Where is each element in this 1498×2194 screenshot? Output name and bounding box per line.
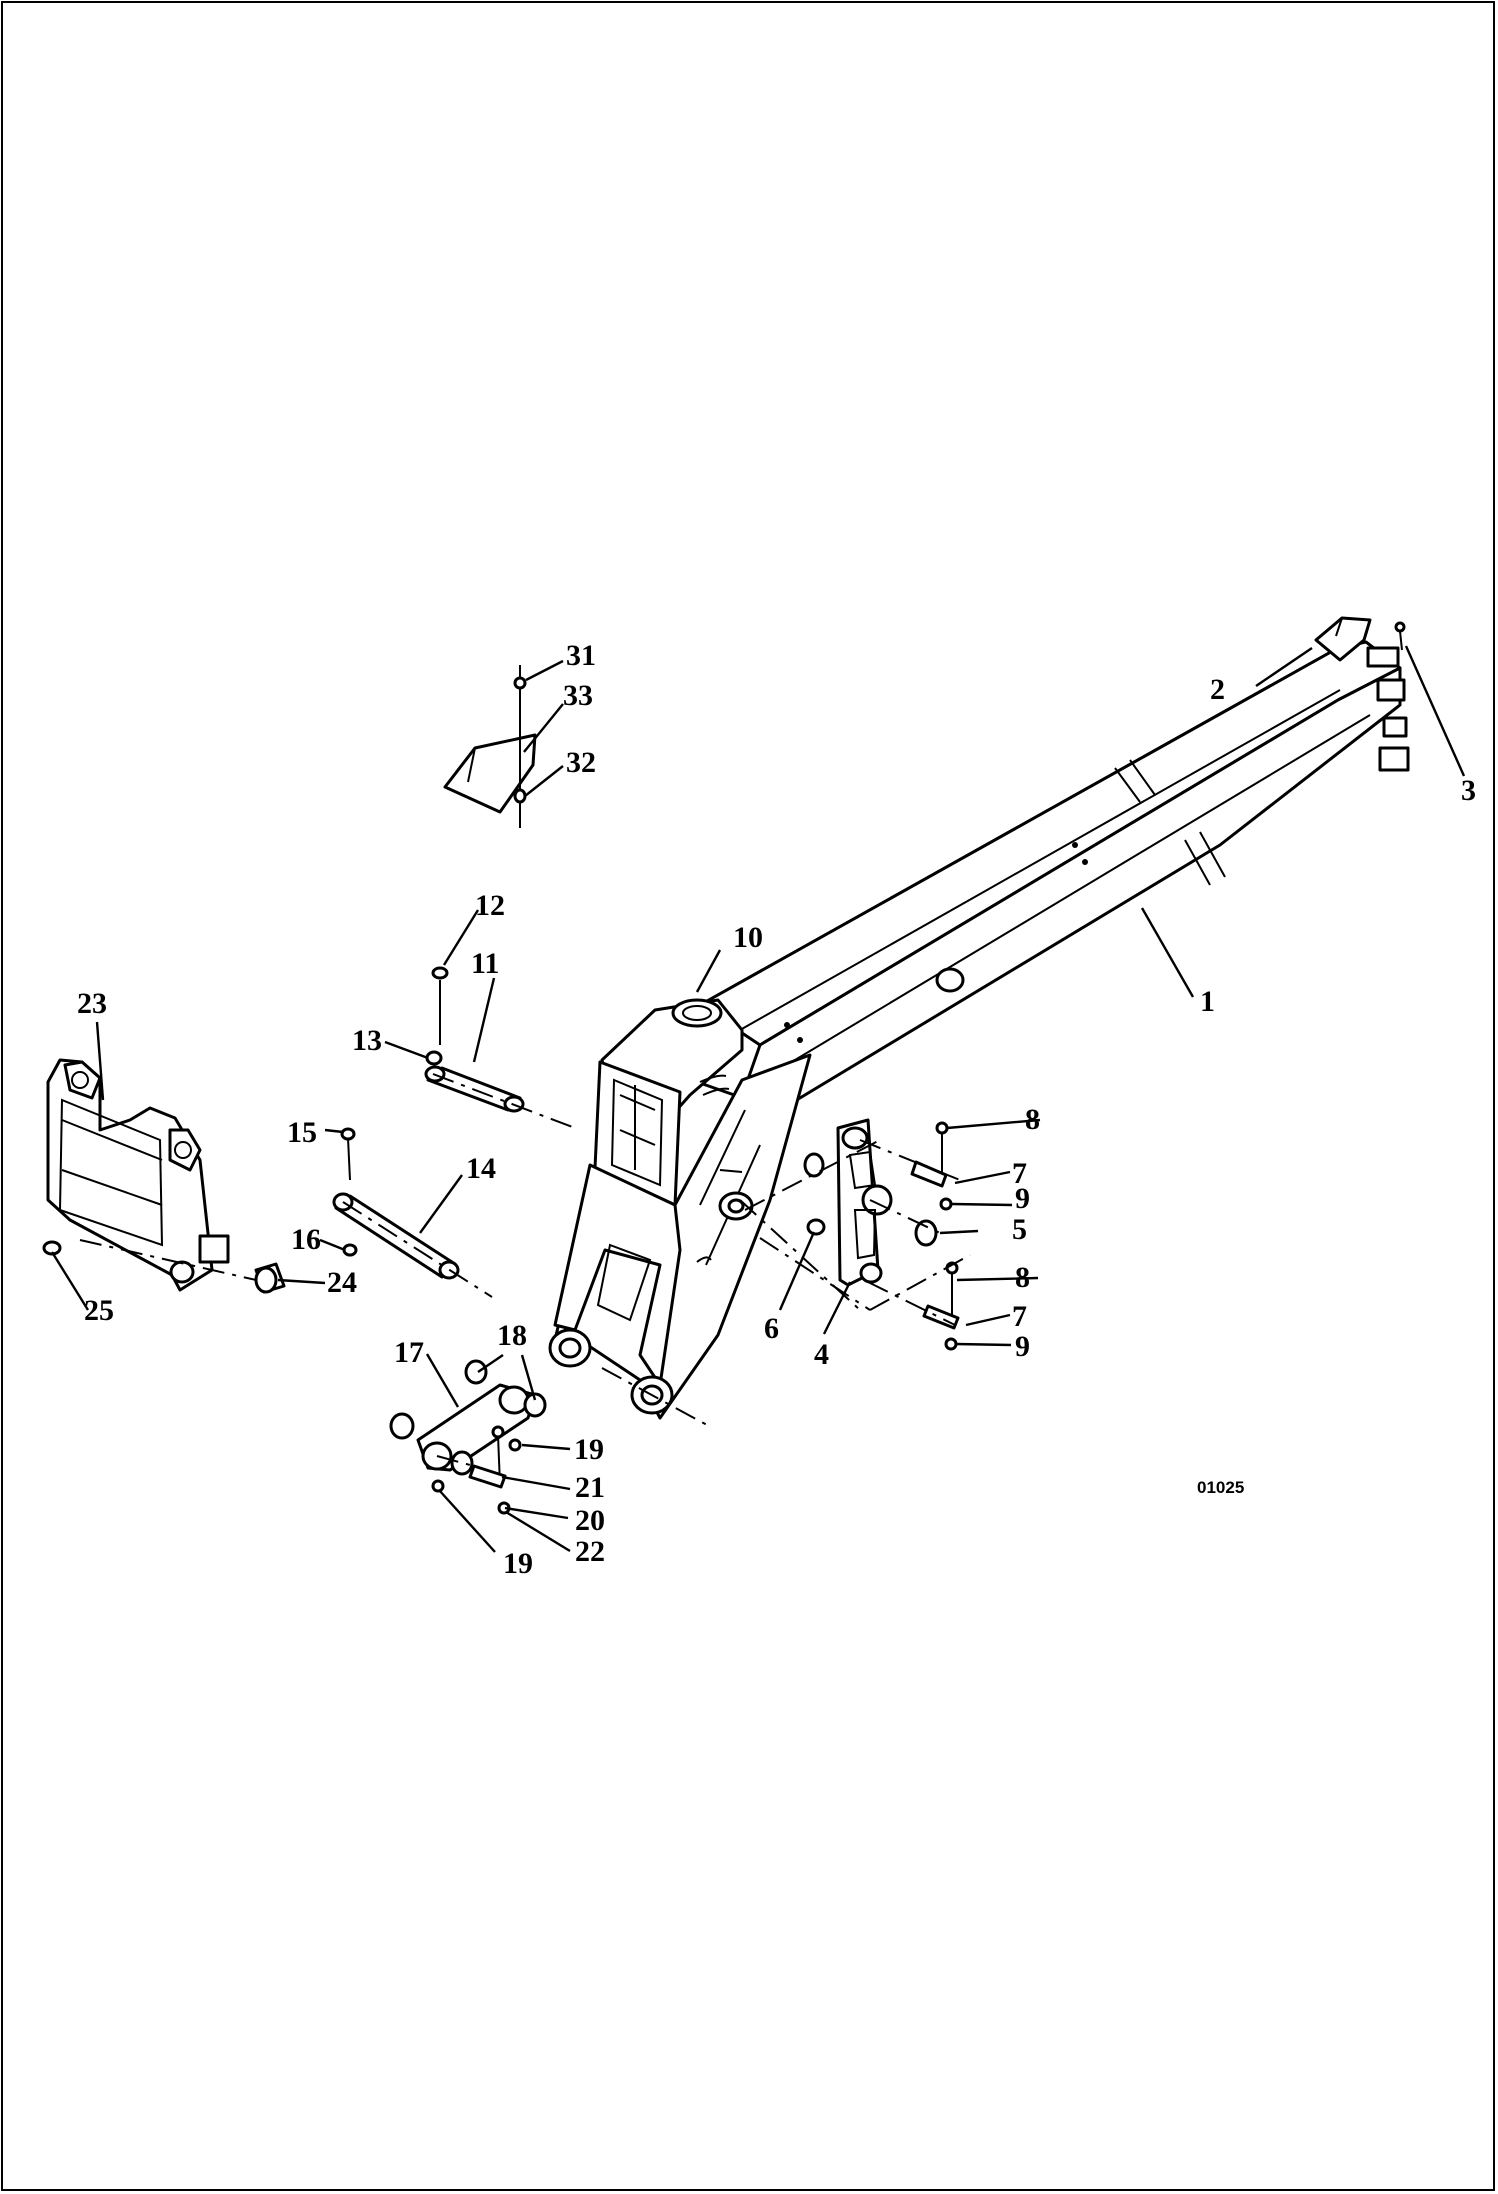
callout-20: 20 xyxy=(575,1504,605,1537)
callout-9-upper: 9 xyxy=(1015,1182,1030,1215)
callout-25: 25 xyxy=(84,1294,114,1327)
callout-7-upper: 7 xyxy=(1012,1157,1027,1190)
figure-code: 01025 xyxy=(1197,1478,1244,1497)
callout-33: 33 xyxy=(563,679,593,712)
tip-pad-drawing xyxy=(1314,616,1372,662)
callout-12: 12 xyxy=(475,889,505,922)
leader-lines xyxy=(50,645,1466,1553)
cover-plate-drawing xyxy=(443,665,537,828)
callout-21: 21 xyxy=(575,1471,605,1504)
callout-24: 24 xyxy=(327,1266,357,1299)
callout-6: 6 xyxy=(764,1312,779,1345)
callout-17: 17 xyxy=(394,1336,424,1369)
callout-13: 13 xyxy=(352,1024,382,1057)
callout-3: 3 xyxy=(1461,774,1476,807)
callout-5: 5 xyxy=(1012,1213,1027,1246)
center-lines xyxy=(79,1073,971,1466)
callout-19-upper: 19 xyxy=(574,1433,604,1466)
callout-14: 14 xyxy=(466,1152,496,1185)
callout-1: 1 xyxy=(1200,985,1215,1018)
callout-23: 23 xyxy=(77,987,107,1020)
link-plate-drawing xyxy=(803,1118,960,1351)
lower-pin-drawing xyxy=(332,1127,460,1280)
callout-4: 4 xyxy=(814,1338,829,1371)
callout-7-lower: 7 xyxy=(1012,1300,1027,1333)
callout-32: 32 xyxy=(566,746,596,779)
callout-19-lower: 19 xyxy=(503,1547,533,1580)
callout-18: 18 xyxy=(497,1319,527,1352)
lower-link-drawing xyxy=(389,1359,547,1515)
callout-8-upper: 8 xyxy=(1025,1103,1040,1136)
callout-11: 11 xyxy=(471,947,499,980)
callout-9-lower: 9 xyxy=(1015,1330,1030,1363)
callout-15: 15 xyxy=(287,1116,317,1149)
callout-22: 22 xyxy=(575,1535,605,1568)
bracket-drawing xyxy=(42,1058,286,1294)
tip-screw-drawing xyxy=(1394,621,1406,651)
callout-10: 10 xyxy=(733,921,763,954)
boom-body-drawing xyxy=(548,640,1410,1420)
callout-8-lower: 8 xyxy=(1015,1261,1030,1294)
callout-16: 16 xyxy=(291,1223,321,1256)
callout-31: 31 xyxy=(566,639,596,672)
callout-2: 2 xyxy=(1210,673,1225,706)
callout-labels: 1 2 3 4 5 6 7 7 8 8 9 9 10 11 12 13 14 1… xyxy=(77,639,1476,1580)
